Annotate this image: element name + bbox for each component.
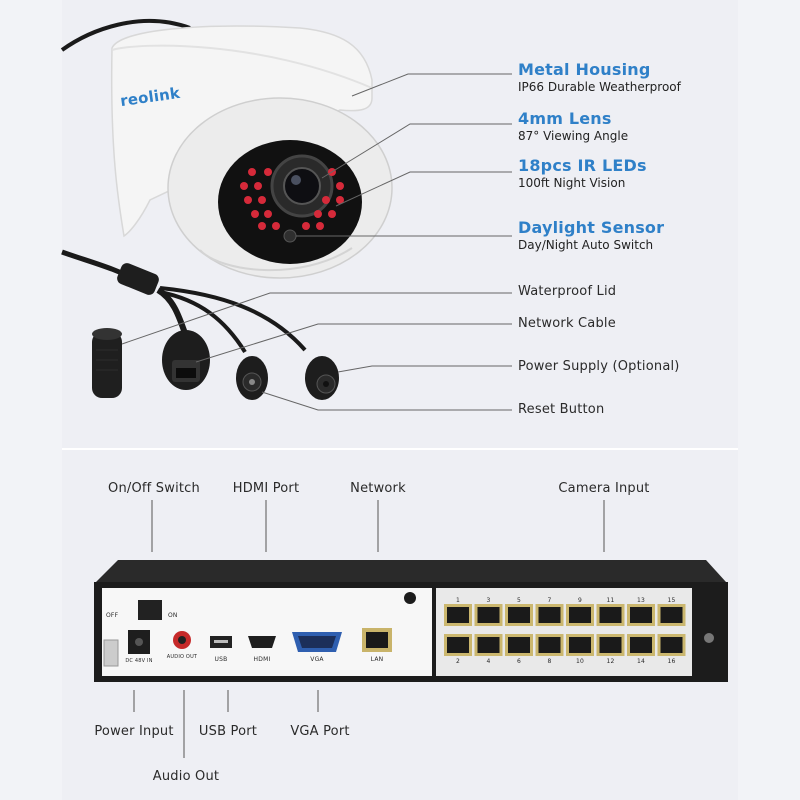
camera-port-socket — [660, 607, 683, 623]
port-number-label: 4 — [486, 658, 491, 665]
feature-title-lens: 4mm Lens — [518, 109, 612, 128]
port-number-label: 9 — [577, 597, 583, 604]
label-vga-port: VGA Port — [290, 724, 350, 739]
label-power-input: Power Input — [94, 724, 174, 739]
feature-title-metal-housing: Metal Housing — [518, 60, 651, 79]
camera-port-socket — [447, 607, 469, 623]
port-number-label: 5 — [516, 597, 522, 604]
label-audio-out: Audio Out — [152, 769, 220, 784]
top-cable — [60, 19, 191, 52]
port-number-label: 16 — [667, 658, 676, 665]
panel-off-text: OFF — [106, 612, 119, 619]
label-on-off-switch: On/Off Switch — [108, 481, 200, 496]
reset-plug — [236, 356, 268, 400]
port-number-label: 12 — [606, 658, 615, 665]
nvr-top — [96, 560, 726, 582]
port-number-label: 1 — [455, 597, 461, 604]
ir-leds — [240, 168, 344, 230]
power-plug — [305, 356, 339, 400]
nvr-recorder — [94, 560, 728, 682]
camera-port-socket — [538, 607, 561, 623]
port-number-label: 14 — [636, 658, 646, 665]
camera-port-socket — [599, 637, 622, 653]
port-number-label: 10 — [575, 658, 585, 665]
feature-sub-daylight-sensor: Day/Night Auto Switch — [518, 238, 654, 252]
label-reset-button: Reset Button — [518, 402, 605, 417]
panel-lan-text: LAN — [370, 656, 384, 663]
port-number-label: 7 — [547, 597, 552, 604]
panel-vga-text: VGA — [310, 656, 324, 663]
camera-port-socket — [569, 607, 591, 623]
camera-port-socket — [569, 637, 591, 653]
camera-port-socket — [599, 607, 622, 623]
camera-port-socket — [630, 637, 652, 653]
camera-port-socket — [477, 607, 500, 623]
daylight-sensor — [283, 229, 297, 243]
port-number-label: 2 — [455, 658, 461, 665]
waterproof-lid — [92, 328, 122, 398]
nvr-right-panel — [436, 588, 692, 676]
camera-port-socket — [538, 637, 561, 653]
camera-input-ports — [444, 604, 686, 656]
feature-title-ir-leds: 18pcs IR LEDs — [518, 156, 647, 175]
label-camera-input: Camera Input — [558, 481, 650, 496]
port-number-label: 13 — [636, 597, 646, 604]
section-divider — [62, 448, 738, 450]
panel-hdmi-text: HDMI — [253, 656, 271, 663]
leader-lines — [121, 73, 512, 411]
port-number-label: 8 — [547, 658, 552, 665]
camera-port-socket — [630, 607, 652, 623]
panel-dc-text: DC 48V IN — [125, 658, 153, 664]
camera-port-socket — [508, 607, 530, 623]
label-usb-port: USB Port — [198, 724, 258, 739]
cable-splitter — [117, 263, 159, 295]
feature-sub-metal-housing: IP66 Durable Weatherproof — [518, 80, 681, 94]
camera-port-socket — [508, 637, 530, 653]
label-hdmi-port: HDMI Port — [232, 481, 300, 496]
label-waterproof-lid: Waterproof Lid — [518, 284, 617, 299]
label-network-cable: Network Cable — [518, 316, 616, 331]
panel-on-text: ON — [168, 612, 178, 619]
feature-sub-lens: 87° Viewing Angle — [518, 129, 629, 143]
panel-usb-text: USB — [214, 656, 228, 663]
nvr-leader-lines — [133, 500, 605, 758]
power-switch — [138, 600, 162, 620]
port-number-label: 11 — [606, 597, 615, 604]
label-network: Network — [350, 481, 406, 496]
network-plug — [162, 330, 210, 390]
feature-title-daylight-sensor: Daylight Sensor — [518, 218, 665, 237]
panel-audio-text: AUDIO OUT — [166, 654, 198, 660]
feature-sub-ir-leds: 100ft Night Vision — [518, 176, 626, 190]
camera-port-socket — [477, 637, 500, 653]
camera-port-socket — [660, 637, 683, 653]
port-number-label: 15 — [667, 597, 676, 604]
hdmi-port — [248, 636, 276, 648]
label-power-supply: Power Supply (Optional) — [518, 359, 680, 374]
port-number-label: 3 — [486, 597, 491, 604]
port-number-label: 6 — [516, 658, 522, 665]
camera-port-socket — [447, 637, 469, 653]
